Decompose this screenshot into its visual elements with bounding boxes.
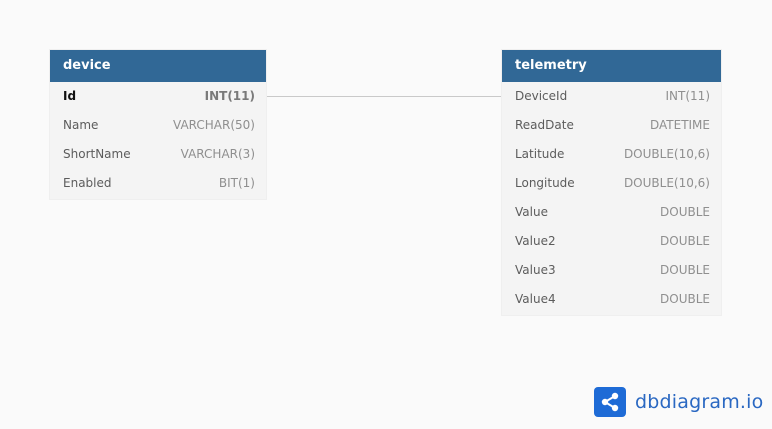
- column-type: DOUBLE: [660, 292, 710, 306]
- column-row[interactable]: ReadDate DATETIME: [502, 111, 721, 140]
- column-name: ShortName: [63, 147, 131, 161]
- column-name: Latitude: [515, 147, 565, 161]
- column-type: VARCHAR(3): [180, 147, 255, 161]
- column-type: VARCHAR(50): [173, 118, 255, 132]
- column-type: DOUBLE(10,6): [623, 147, 710, 161]
- column-row[interactable]: Id INT(11): [50, 82, 266, 111]
- column-row[interactable]: Latitude DOUBLE(10,6): [502, 140, 721, 169]
- column-name: Value4: [515, 292, 556, 306]
- table-telemetry[interactable]: telemetry DeviceId INT(11) ReadDate DATE…: [502, 50, 721, 315]
- table-header[interactable]: telemetry: [502, 50, 721, 82]
- column-name: DeviceId: [515, 89, 568, 103]
- column-type: BIT(1): [218, 176, 255, 190]
- column-name: Longitude: [515, 176, 575, 190]
- column-type: DATETIME: [649, 118, 710, 132]
- column-name: Value2: [515, 234, 556, 248]
- column-type: DOUBLE: [660, 263, 710, 277]
- column-name: Name: [63, 118, 99, 132]
- column-name: Enabled: [63, 176, 112, 190]
- column-type: INT(11): [665, 89, 710, 103]
- table-device[interactable]: device Id INT(11) Name VARCHAR(50) Short…: [50, 50, 266, 199]
- column-row[interactable]: Name VARCHAR(50): [50, 111, 266, 140]
- column-row[interactable]: Value3 DOUBLE: [502, 256, 721, 285]
- column-row[interactable]: Enabled BIT(1): [50, 169, 266, 198]
- column-type: DOUBLE: [660, 234, 710, 248]
- column-name: ReadDate: [515, 118, 574, 132]
- table-body: DeviceId INT(11) ReadDate DATETIME Latit…: [502, 82, 721, 315]
- column-name: Id: [63, 89, 77, 103]
- column-type: DOUBLE: [660, 205, 710, 219]
- brand-logo[interactable]: dbdiagram.io: [594, 387, 763, 417]
- column-row[interactable]: Value DOUBLE: [502, 198, 721, 227]
- table-body: Id INT(11) Name VARCHAR(50) ShortName VA…: [50, 82, 266, 199]
- column-row[interactable]: ShortName VARCHAR(3): [50, 140, 266, 169]
- column-row[interactable]: Longitude DOUBLE(10,6): [502, 169, 721, 198]
- share-nodes-icon: [594, 387, 626, 417]
- column-row[interactable]: Value4 DOUBLE: [502, 285, 721, 314]
- column-type: INT(11): [204, 89, 255, 103]
- column-row[interactable]: DeviceId INT(11): [502, 82, 721, 111]
- column-type: DOUBLE(10,6): [623, 176, 710, 190]
- column-name: Value3: [515, 263, 556, 277]
- table-header[interactable]: device: [50, 50, 266, 82]
- column-row[interactable]: Value2 DOUBLE: [502, 227, 721, 256]
- brand-text: dbdiagram.io: [635, 391, 764, 413]
- column-name: Value: [515, 205, 548, 219]
- relation-line[interactable]: [266, 96, 502, 97]
